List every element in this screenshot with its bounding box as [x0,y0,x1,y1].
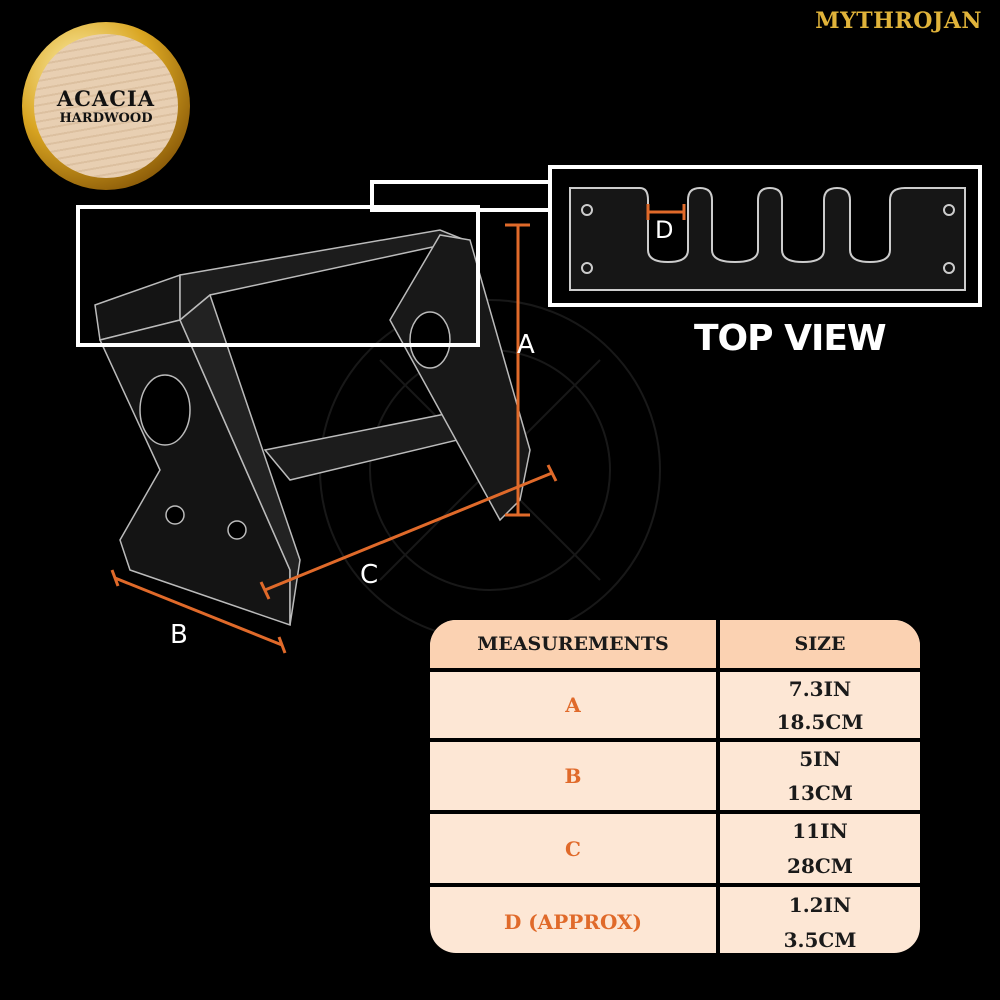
dim-line-c [264,471,553,592]
badge-line-2: HARDWOOD [59,111,153,126]
size-cell: 1.2IN 3.5CM [720,887,920,953]
dim-label-c: C [360,560,379,590]
value-cm: 28CM [787,853,853,878]
dimension-lines [110,204,686,654]
dim-label-b: B [170,620,188,650]
dim-line-b [114,576,283,647]
value-cm: 3.5CM [783,927,857,952]
measurements-table: MEASUREMENTS SIZE A 7.3IN 18.5CM B 5IN 13C… [430,620,920,953]
material-badge: ACACIA HARDWOOD [22,22,190,190]
table-row: A 7.3IN 18.5CM [430,668,920,738]
value-inch: 11IN [792,819,848,844]
value-cm: 13CM [787,781,853,805]
brand-logo: MYTHROJAN [815,8,982,34]
top-view-label: TOP VIEW [694,318,887,359]
row-label: D (APPROX) [503,910,643,934]
value-inch: 1.2IN [788,892,852,917]
table-row: D (APPROX) 1.2IN 3.5CM [430,883,920,953]
size-cell: 11IN 28CM [720,814,920,883]
size-cell: 5IN 13CM [720,742,920,810]
header-size: SIZE [720,620,920,668]
badge-line-1: ACACIA [56,86,156,111]
row-label: B [564,764,582,788]
value-inch: 5IN [799,747,841,771]
dim-label-a: A [517,330,535,360]
stand-drawing [94,229,531,627]
highlight-box-left [76,205,480,347]
column-divider [716,620,720,953]
table-row: C 11IN 28CM [430,810,920,883]
row-label: C [565,836,581,861]
table-row: B 5IN 13CM [430,738,920,810]
top-view-drawing [569,186,966,291]
value-inch: 7.3IN [788,676,852,701]
badge-wood-face: ACACIA HARDWOOD [34,34,178,178]
size-cell: 7.3IN 18.5CM [720,672,920,738]
dim-label-d: D [655,216,674,244]
value-cm: 18.5CM [776,709,864,734]
header-measurements: MEASUREMENTS [430,620,716,668]
row-label: A [565,693,581,717]
